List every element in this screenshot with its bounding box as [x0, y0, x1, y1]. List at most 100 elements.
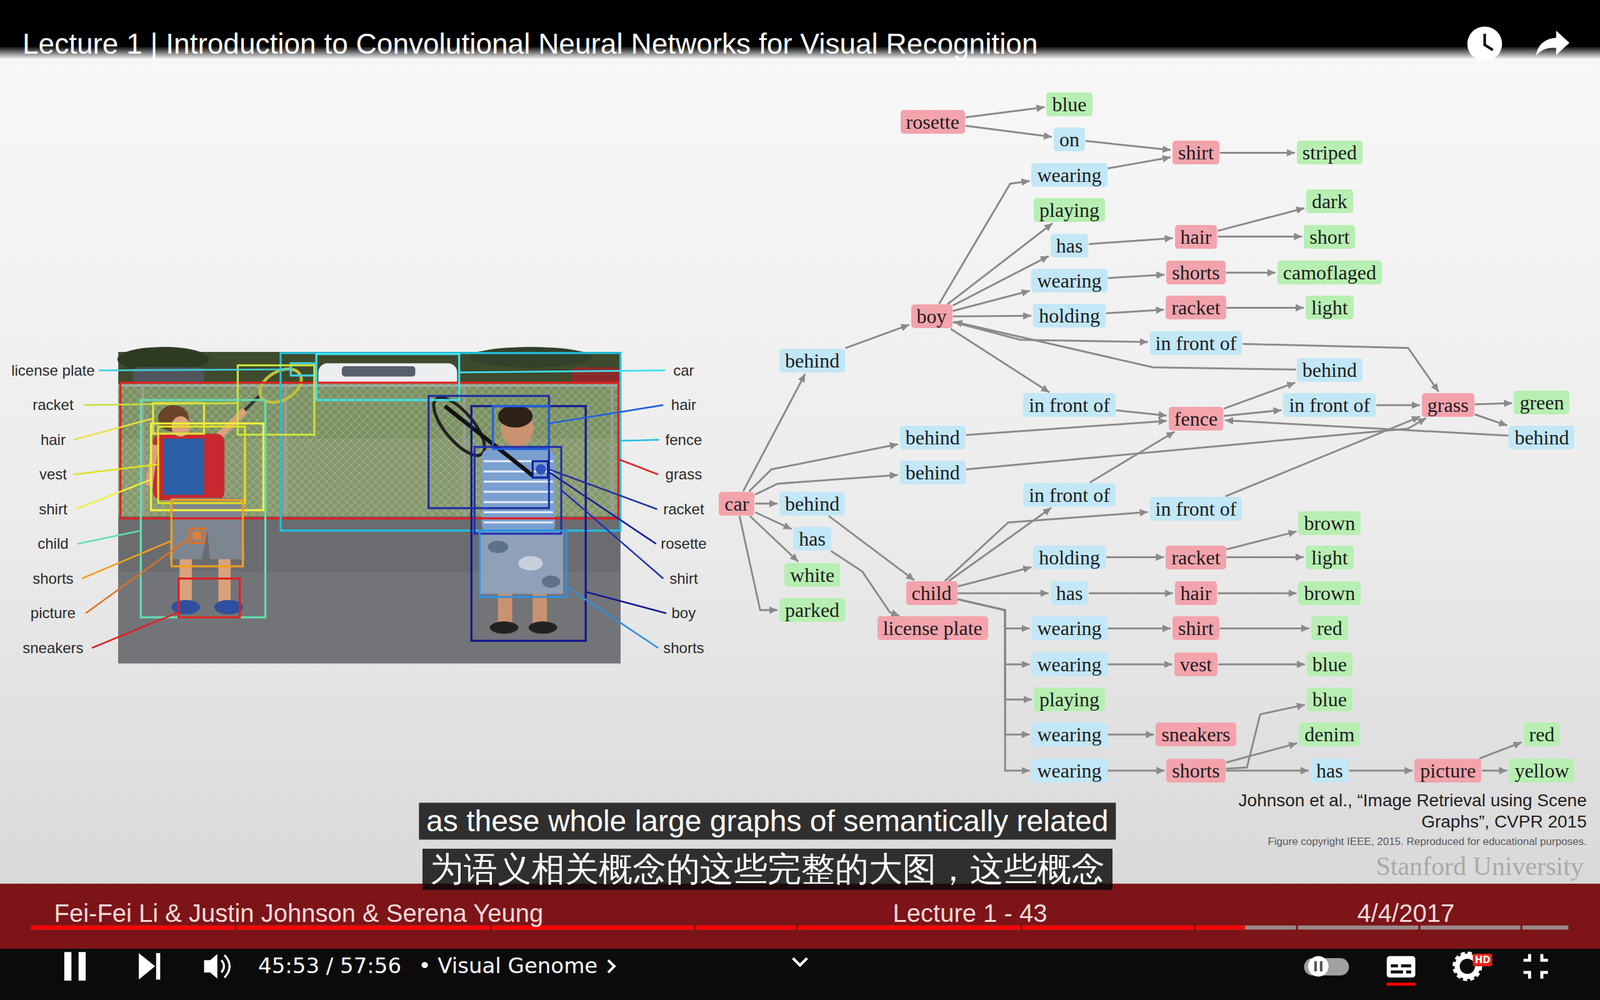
- next-icon: [138, 953, 155, 980]
- subtitles-line: [1406, 970, 1412, 974]
- node-label: fence: [1174, 407, 1218, 430]
- striped-shirt: [481, 448, 556, 533]
- control-bar: [0, 948, 1600, 1000]
- relation-node: behind: [900, 425, 966, 450]
- sneaker: [171, 600, 200, 615]
- connector: [953, 315, 1032, 318]
- attribute-node: red: [1523, 722, 1561, 747]
- picture: [193, 531, 202, 540]
- watermark: Stanford University: [1375, 851, 1584, 882]
- connector: [845, 325, 910, 349]
- leader-line: [81, 540, 172, 579]
- image-label: hair: [671, 396, 697, 414]
- subtitles-line: [1401, 964, 1412, 968]
- node-label: red: [1316, 616, 1343, 640]
- leader-line: [77, 530, 141, 544]
- hair-box: [493, 406, 550, 450]
- volume-wave: [224, 955, 230, 978]
- node-label: has: [1056, 581, 1084, 605]
- connector: [1108, 770, 1165, 772]
- racket-handle: [245, 393, 262, 410]
- car-red: [571, 367, 620, 384]
- node-label: dark: [1311, 190, 1348, 213]
- connector: [1226, 770, 1309, 772]
- asphalt: [118, 571, 620, 664]
- subtitles-line: [1390, 970, 1404, 974]
- node-label: denim: [1304, 723, 1355, 746]
- player-text: 45:53 / 57:56: [258, 954, 402, 979]
- leader-line: [585, 591, 667, 614]
- node-label: camoflaged: [1283, 261, 1377, 284]
- node-label: behind: [785, 492, 840, 515]
- node-label: holding: [1038, 546, 1100, 569]
- connector: [965, 125, 1052, 137]
- attribute-node: denim: [1298, 722, 1360, 747]
- connector: [1088, 592, 1173, 595]
- stripes: [483, 461, 554, 523]
- video-title: Lecture 1 | Introduction to Convolutiona…: [22, 25, 1039, 63]
- attribute-node: yellow: [1508, 758, 1575, 783]
- connector: [958, 567, 1032, 587]
- connector: [1108, 733, 1155, 736]
- chapter-gap: [1295, 924, 1298, 931]
- object-node: racket: [1165, 295, 1226, 320]
- subtitles-line: [1390, 964, 1398, 968]
- leader-line: [83, 403, 239, 405]
- next-icon: [156, 953, 161, 980]
- image-label: shirt: [669, 570, 698, 588]
- shorts-box: [479, 530, 567, 597]
- rosette-box: [532, 461, 548, 478]
- node-label: brown: [1303, 581, 1355, 605]
- connector: [1242, 343, 1439, 392]
- attribute-node: blue: [1306, 652, 1353, 677]
- relation-node: wearing: [1031, 268, 1107, 293]
- connector: [1106, 310, 1165, 314]
- node-label: in front of: [1028, 483, 1110, 507]
- stripe: [483, 501, 554, 504]
- connector: [749, 444, 899, 492]
- relation-node: wearing: [1031, 652, 1107, 677]
- relation-node: behind: [779, 348, 845, 373]
- node-label: hair: [1180, 581, 1212, 605]
- image-label: picture: [30, 604, 76, 622]
- node-label: grass: [1427, 393, 1469, 417]
- leg: [532, 593, 547, 625]
- object-node: shorts: [1166, 758, 1225, 783]
- node-label: short: [1309, 225, 1350, 249]
- connector: [1225, 416, 1420, 497]
- stripe: [483, 490, 554, 493]
- connector: [1226, 556, 1305, 559]
- attribute-node: dark: [1306, 189, 1354, 214]
- camo-blob: [518, 556, 543, 571]
- node-label: red: [1529, 723, 1555, 746]
- node-label: in front of: [1028, 393, 1110, 417]
- node-label: white: [790, 563, 835, 587]
- chapter-gap: [795, 924, 798, 931]
- object-node: hair: [1175, 225, 1218, 249]
- attribute-node: playing: [1033, 198, 1105, 222]
- car-box: [316, 354, 460, 400]
- stripe: [483, 480, 554, 483]
- image-label: shorts: [663, 639, 704, 657]
- node-label: light: [1311, 296, 1349, 319]
- leader-line: [566, 586, 659, 649]
- connector: [1085, 141, 1171, 151]
- node-label: holding: [1038, 304, 1100, 327]
- connector: [1226, 271, 1276, 274]
- connector: [739, 516, 778, 611]
- connector: [1108, 663, 1173, 666]
- attribute-node: red: [1311, 616, 1349, 640]
- connector: [965, 107, 1045, 118]
- relation-node: has: [1050, 581, 1089, 605]
- shirt-box: [474, 446, 562, 534]
- node-label: racket: [1171, 296, 1220, 319]
- node-label: sneakers: [1161, 723, 1230, 746]
- connector: [1223, 410, 1282, 416]
- leg: [498, 593, 513, 625]
- connector: [1116, 410, 1167, 416]
- relation-node: behind: [900, 460, 966, 485]
- attribute-node: blue: [1046, 92, 1092, 117]
- subtitles-underline: [1386, 982, 1416, 986]
- node-label: has: [798, 527, 826, 550]
- footer-band: [0, 883, 1600, 949]
